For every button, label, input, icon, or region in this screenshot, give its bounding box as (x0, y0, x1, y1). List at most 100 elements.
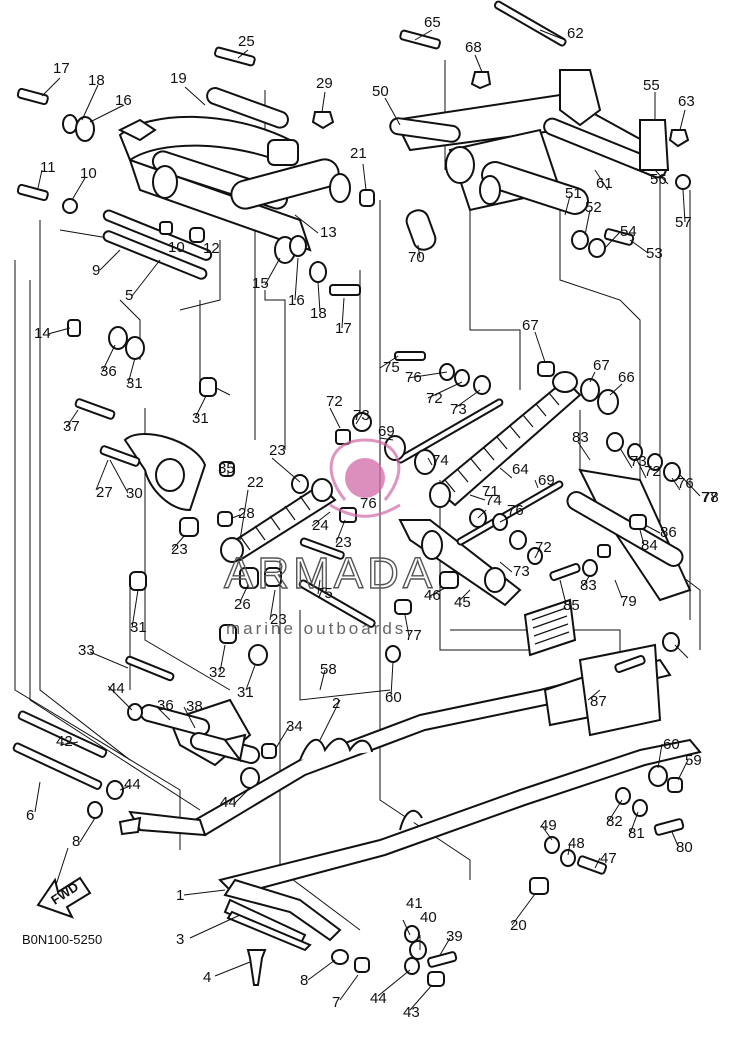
callout: 23 (335, 534, 352, 551)
diagram-code: B0N100-5250 (22, 932, 102, 947)
callout: 87 (590, 693, 607, 710)
callout: 28 (238, 505, 255, 522)
callout: 54 (620, 223, 637, 240)
callout: 1 (176, 887, 184, 904)
callout: 42 (56, 733, 73, 750)
callout: 57 (675, 214, 692, 231)
callout: 43 (403, 1004, 420, 1021)
callout: 44 (124, 776, 141, 793)
callout: 38 (186, 698, 203, 715)
callout: 40 (420, 909, 437, 926)
callout: 2 (332, 695, 340, 712)
callout: 24 (312, 517, 329, 534)
callout: 7 (332, 994, 340, 1011)
callout: 37 (63, 418, 80, 435)
watermark-tagline: marine outboards (226, 619, 406, 638)
callout: 17 (53, 60, 70, 77)
callout: 44 (370, 990, 387, 1007)
callout: 16 (288, 292, 305, 309)
callout: 77 (405, 627, 422, 644)
callout: 39 (446, 928, 463, 945)
callout: 58 (320, 661, 337, 678)
front-shock-absorber (220, 412, 436, 563)
front-suspension-arm (117, 87, 351, 264)
callout: 73 (630, 453, 647, 470)
callout: 25 (238, 33, 255, 50)
callout: 14 (34, 325, 51, 342)
callout: 10 (80, 165, 97, 182)
callout: 51 (565, 185, 582, 202)
callout: 67 (522, 317, 539, 334)
rear-torque-arm (456, 432, 692, 602)
callout: 33 (78, 642, 95, 659)
callout: 76 (507, 502, 524, 519)
callout: 66 (618, 369, 635, 386)
callout: 78 (702, 489, 719, 506)
watermark-brand: ARMADA (224, 549, 436, 598)
callout: 73 (450, 401, 467, 418)
callout: 67 (593, 357, 610, 374)
callout: 22 (247, 474, 264, 491)
callout: 72 (426, 390, 443, 407)
callout: 44 (108, 680, 125, 697)
callout: 36 (157, 697, 174, 714)
callout: 65 (424, 14, 441, 31)
callout: 47 (600, 850, 617, 867)
callout: 60 (385, 689, 402, 706)
callout: 75 (383, 359, 400, 376)
callout: 71 (482, 483, 499, 500)
callout: 69 (538, 472, 555, 489)
callout: 44 (220, 794, 237, 811)
callout: 27 (96, 484, 113, 501)
callout: 13 (320, 224, 337, 241)
callout: 59 (685, 752, 702, 769)
callout: 31 (126, 375, 143, 392)
callout: 85 (563, 597, 580, 614)
callout: 41 (406, 895, 423, 912)
callout: 75 (316, 585, 333, 602)
callout-leaders (34, 29, 701, 1011)
callout: 49 (540, 817, 557, 834)
callout: 8 (300, 972, 308, 989)
callout: 74 (432, 452, 449, 469)
callout: 16 (115, 92, 132, 109)
callout: 64 (512, 461, 529, 478)
callout: 5 (125, 287, 133, 304)
callout: 83 (572, 429, 589, 446)
callout: 83 (580, 577, 597, 594)
callout: 23 (171, 541, 188, 558)
callout: 31 (130, 619, 147, 636)
callout: 79 (620, 593, 637, 610)
callout: 50 (372, 83, 389, 100)
lower-pivot-arm (125, 655, 277, 789)
callout: 15 (252, 275, 269, 292)
callout: 72 (644, 463, 661, 480)
callout: 48 (568, 835, 585, 852)
callout: 9 (92, 262, 100, 279)
callout: 18 (88, 72, 105, 89)
callout: 34 (286, 718, 303, 735)
callout: 35 (218, 460, 235, 477)
callout: 46 (424, 587, 441, 604)
rear-shock-absorber (394, 351, 619, 508)
callout: 45 (454, 594, 471, 611)
callout: 20 (510, 917, 527, 934)
callout: 84 (641, 537, 658, 554)
callout: 3 (176, 931, 184, 948)
callout: 11 (40, 159, 56, 176)
callout: 63 (678, 93, 695, 110)
callout: 4 (203, 969, 211, 986)
callout: 8 (72, 833, 80, 850)
callout: 69 (378, 423, 395, 440)
callout: 68 (465, 39, 482, 56)
callout: 6 (26, 807, 34, 824)
watermark: ARMADA marine outboards (223, 438, 436, 638)
callout: 73 (513, 563, 530, 580)
callout: 70 (408, 249, 425, 266)
front-pivot-bracket (74, 398, 282, 666)
callout: 32 (209, 664, 226, 681)
callout: 55 (643, 77, 660, 94)
callout: 18 (310, 305, 327, 322)
callout: 23 (269, 442, 286, 459)
